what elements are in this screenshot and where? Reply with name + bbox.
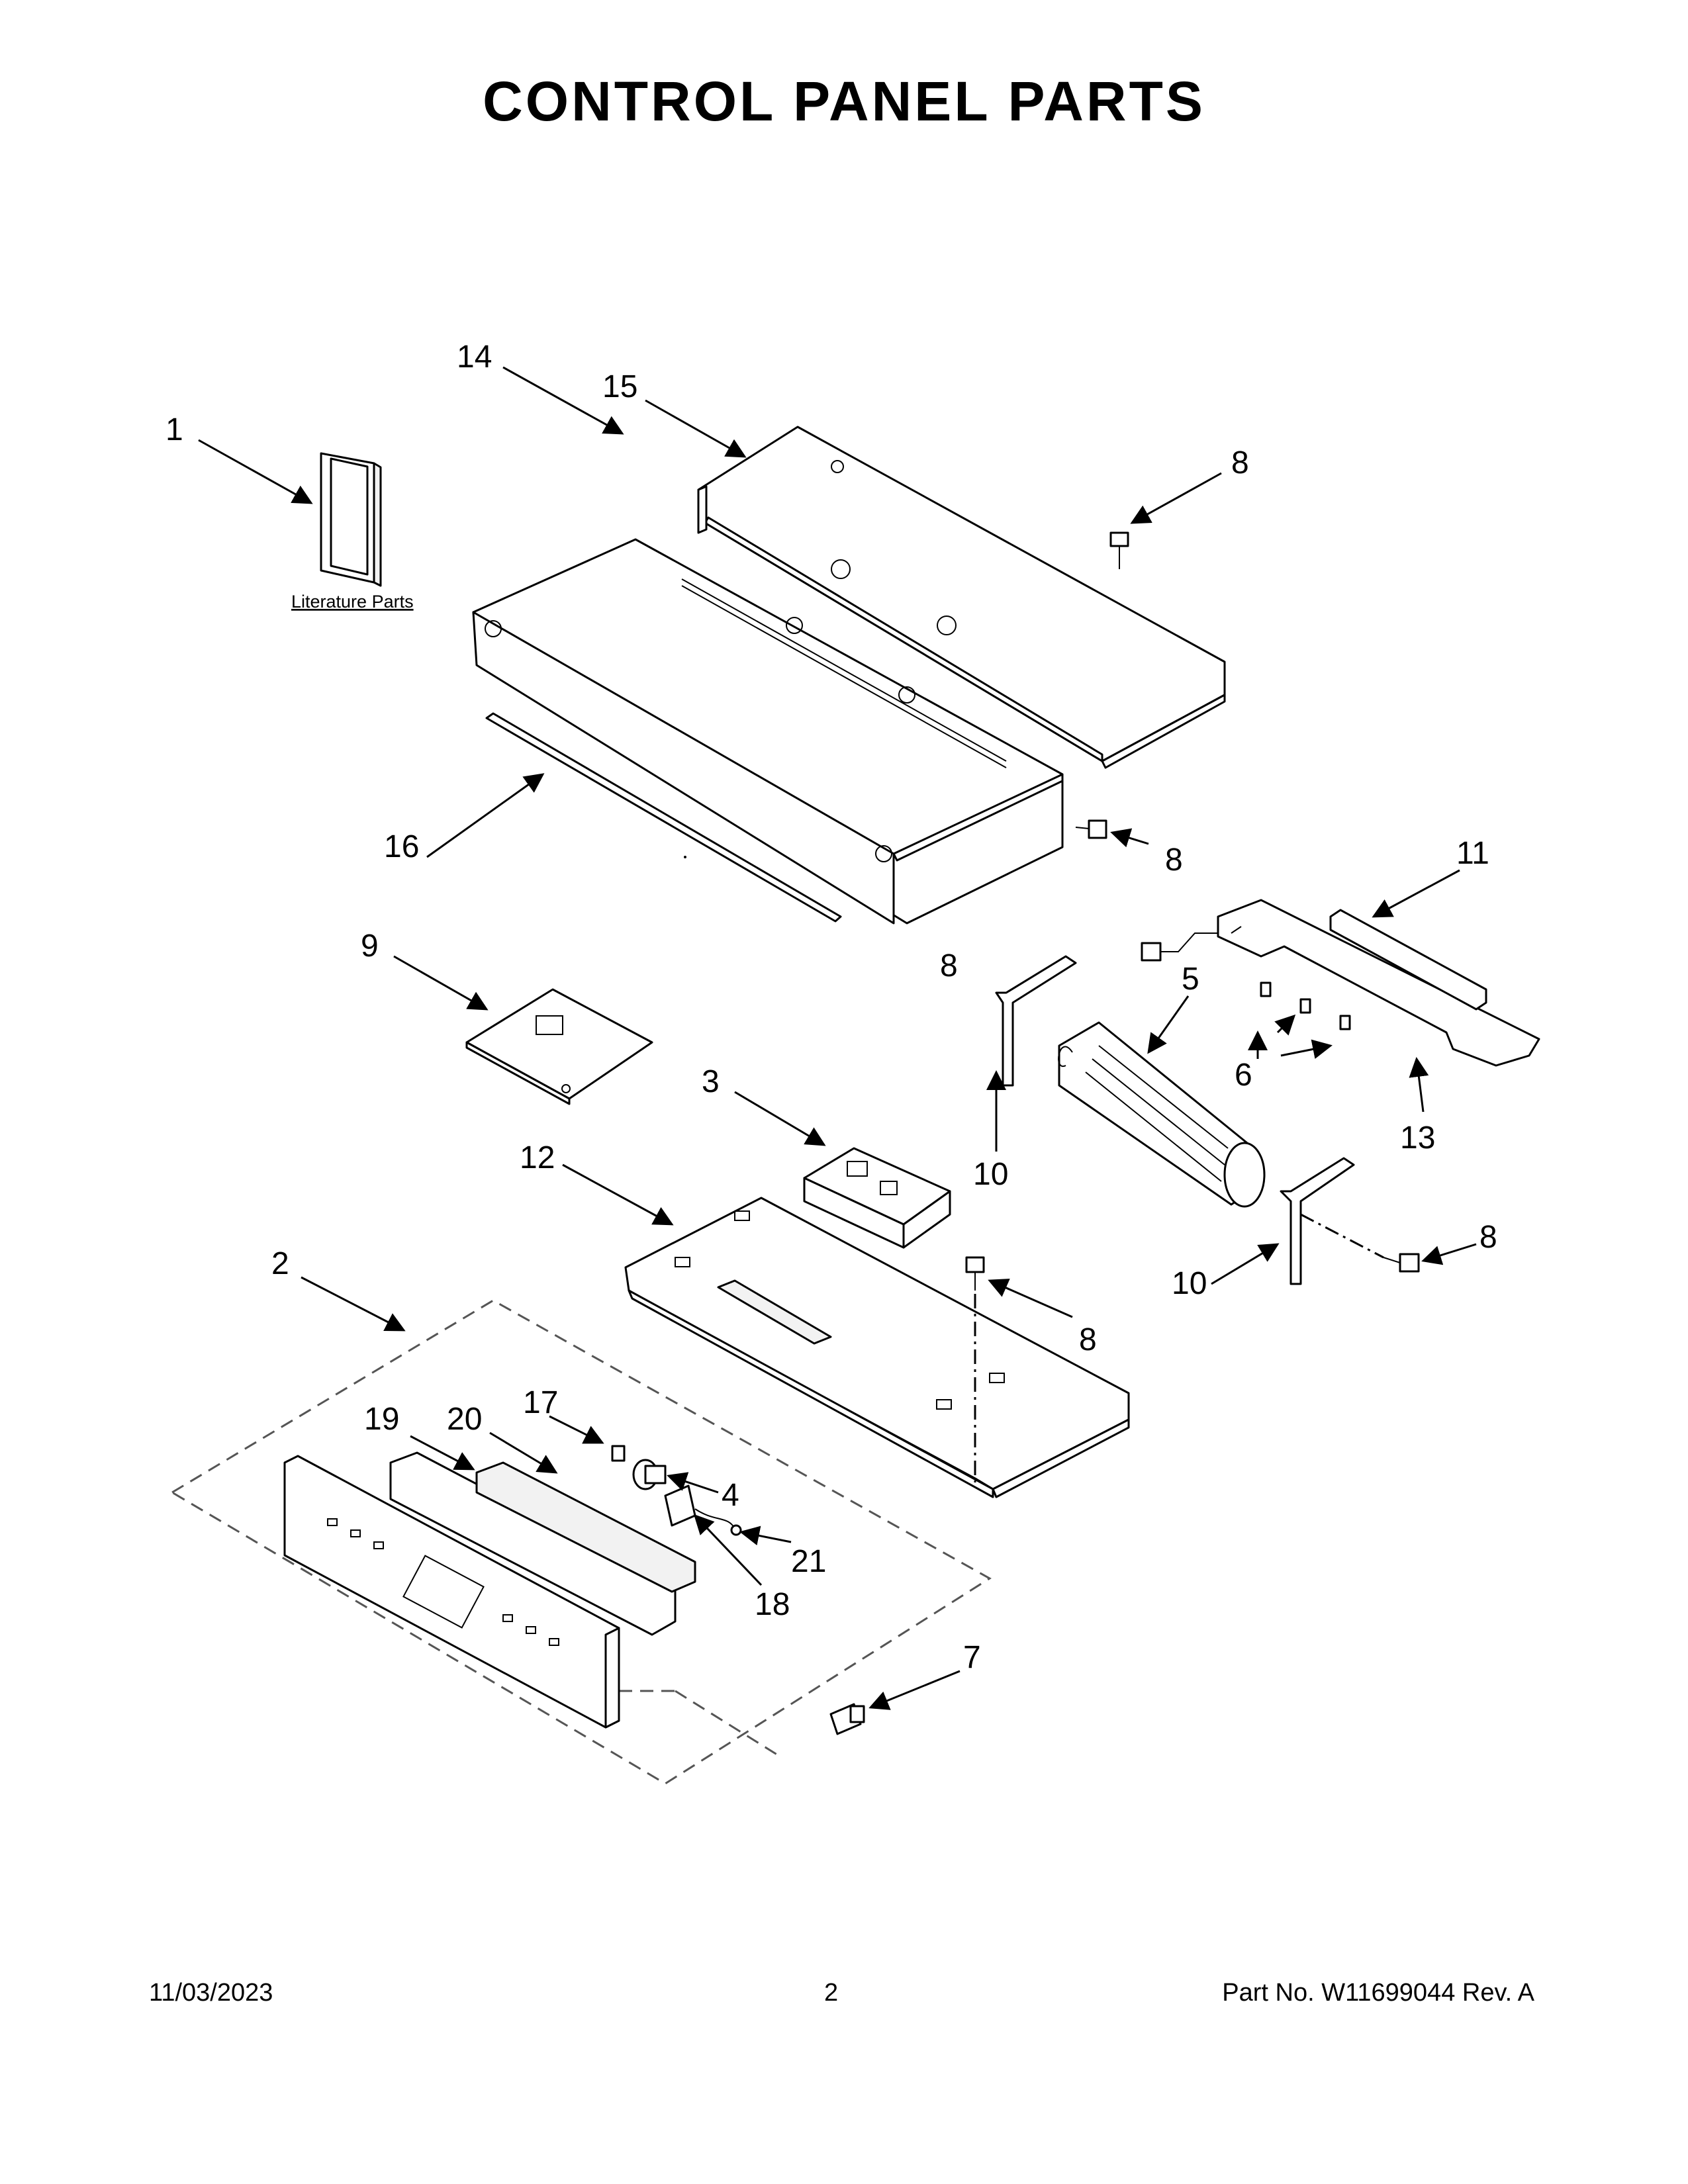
trim-strip[interactable] — [485, 712, 842, 923]
callout-8-plate: 8 — [1079, 1322, 1097, 1357]
screw-8-housing[interactable] — [1075, 819, 1107, 839]
callout-11: 11 — [1456, 836, 1489, 871]
leader-lines — [198, 366, 1477, 1710]
callout-20: 20 — [447, 1402, 482, 1437]
callout-3: 3 — [702, 1064, 720, 1099]
callout-7: 7 — [963, 1640, 981, 1675]
literature-booklet[interactable] — [320, 452, 382, 587]
callout-4: 4 — [722, 1478, 739, 1513]
screw-8-bracket[interactable] — [1383, 1253, 1420, 1273]
screws-6[interactable] — [1260, 981, 1351, 1030]
control-panel-housing[interactable] — [472, 538, 1064, 925]
fan-bracket-left[interactable] — [995, 955, 1077, 1087]
callout-17: 17 — [523, 1385, 558, 1420]
footer-page-number: 2 — [824, 1979, 839, 2007]
fan-bracket-right[interactable] — [1280, 1157, 1355, 1285]
callout-8-top: 8 — [1231, 445, 1249, 480]
callout-16: 16 — [384, 829, 419, 864]
callout-1: 1 — [165, 412, 183, 447]
callout-6: 6 — [1235, 1058, 1252, 1093]
footer-part-number: Part No. W11699044 Rev. A — [1222, 1979, 1534, 2007]
mounting-clip[interactable] — [611, 1445, 626, 1462]
screw-7[interactable] — [829, 1703, 865, 1735]
callout-5: 5 — [1182, 962, 1199, 997]
callout-2: 2 — [271, 1246, 289, 1281]
user-interface-board[interactable] — [389, 1451, 696, 1636]
insulation-strip[interactable] — [1329, 909, 1487, 1011]
callout-10-upper: 10 — [973, 1157, 1008, 1192]
callout-21: 21 — [791, 1544, 826, 1579]
callout-14: 14 — [457, 340, 492, 375]
wire-harness[interactable] — [694, 1508, 742, 1536]
callout-12: 12 — [520, 1140, 555, 1175]
cooling-fan[interactable] — [1058, 1021, 1266, 1208]
callout-9: 9 — [361, 929, 379, 964]
page-title: CONTROL PANEL PARTS — [483, 70, 1205, 132]
control-board[interactable] — [803, 1147, 951, 1249]
callout-15: 15 — [602, 369, 637, 404]
control-panel-assembly[interactable] — [170, 1299, 992, 1785]
console-panel[interactable] — [283, 1455, 620, 1729]
callout-13: 13 — [1400, 1120, 1435, 1156]
screw-8-top[interactable] — [1109, 531, 1129, 569]
footer-date: 11/03/2023 — [149, 1979, 273, 2007]
callout-8-bracket: 8 — [1479, 1220, 1497, 1255]
top-cover[interactable] — [697, 426, 1226, 769]
callout-10-lower: 10 — [1172, 1266, 1207, 1301]
callout-labels: 1 15 14 8 16 8 11 9 5 3 6 13 10 12 8 10 … — [165, 340, 1497, 1675]
literature-parts-label[interactable]: Literature Parts — [291, 592, 414, 612]
callout-8-housing: 8 — [1165, 842, 1183, 878]
switch-bracket[interactable] — [664, 1484, 696, 1527]
screw-8-plate[interactable] — [965, 1256, 985, 1291]
callout-8-rail: 8 — [940, 948, 958, 983]
control-knob-shaft[interactable] — [632, 1459, 667, 1490]
callout-19: 19 — [364, 1402, 399, 1437]
callout-18: 18 — [755, 1587, 790, 1622]
mounting-plate[interactable] — [624, 1197, 1130, 1498]
insulation-pad[interactable] — [465, 988, 653, 1105]
screw-8-rail[interactable] — [1141, 933, 1218, 962]
